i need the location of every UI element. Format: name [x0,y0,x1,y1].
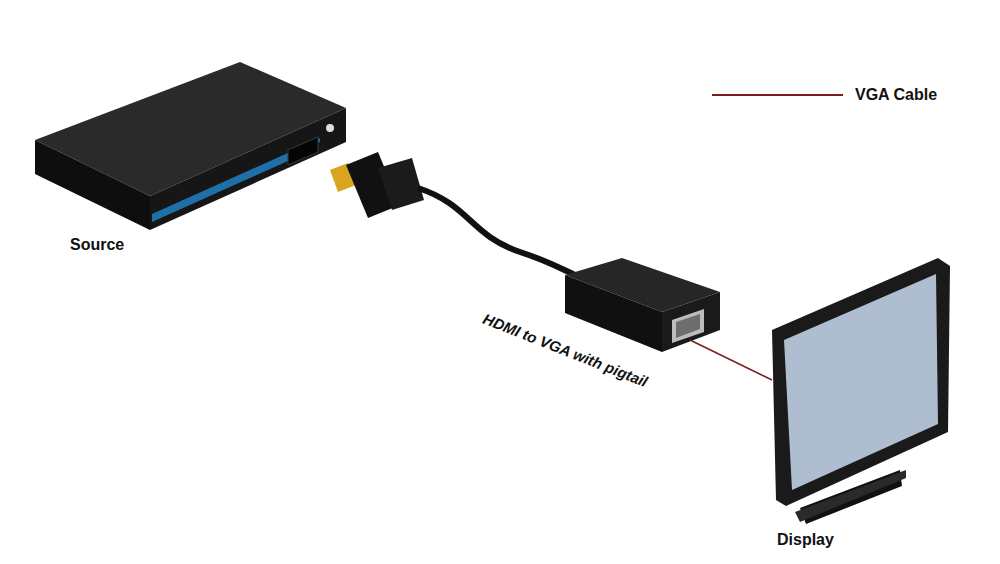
display-monitor [772,258,950,524]
legend-text: VGA Cable [855,86,937,104]
display-label: Display [777,531,834,549]
legend-line [712,94,843,96]
source-device [35,62,346,230]
hdmi-cable [330,152,575,275]
legend-row: VGA Cable [712,86,937,104]
adapter-box [565,258,720,352]
vga-cable [690,340,772,380]
source-label: Source [70,236,124,254]
